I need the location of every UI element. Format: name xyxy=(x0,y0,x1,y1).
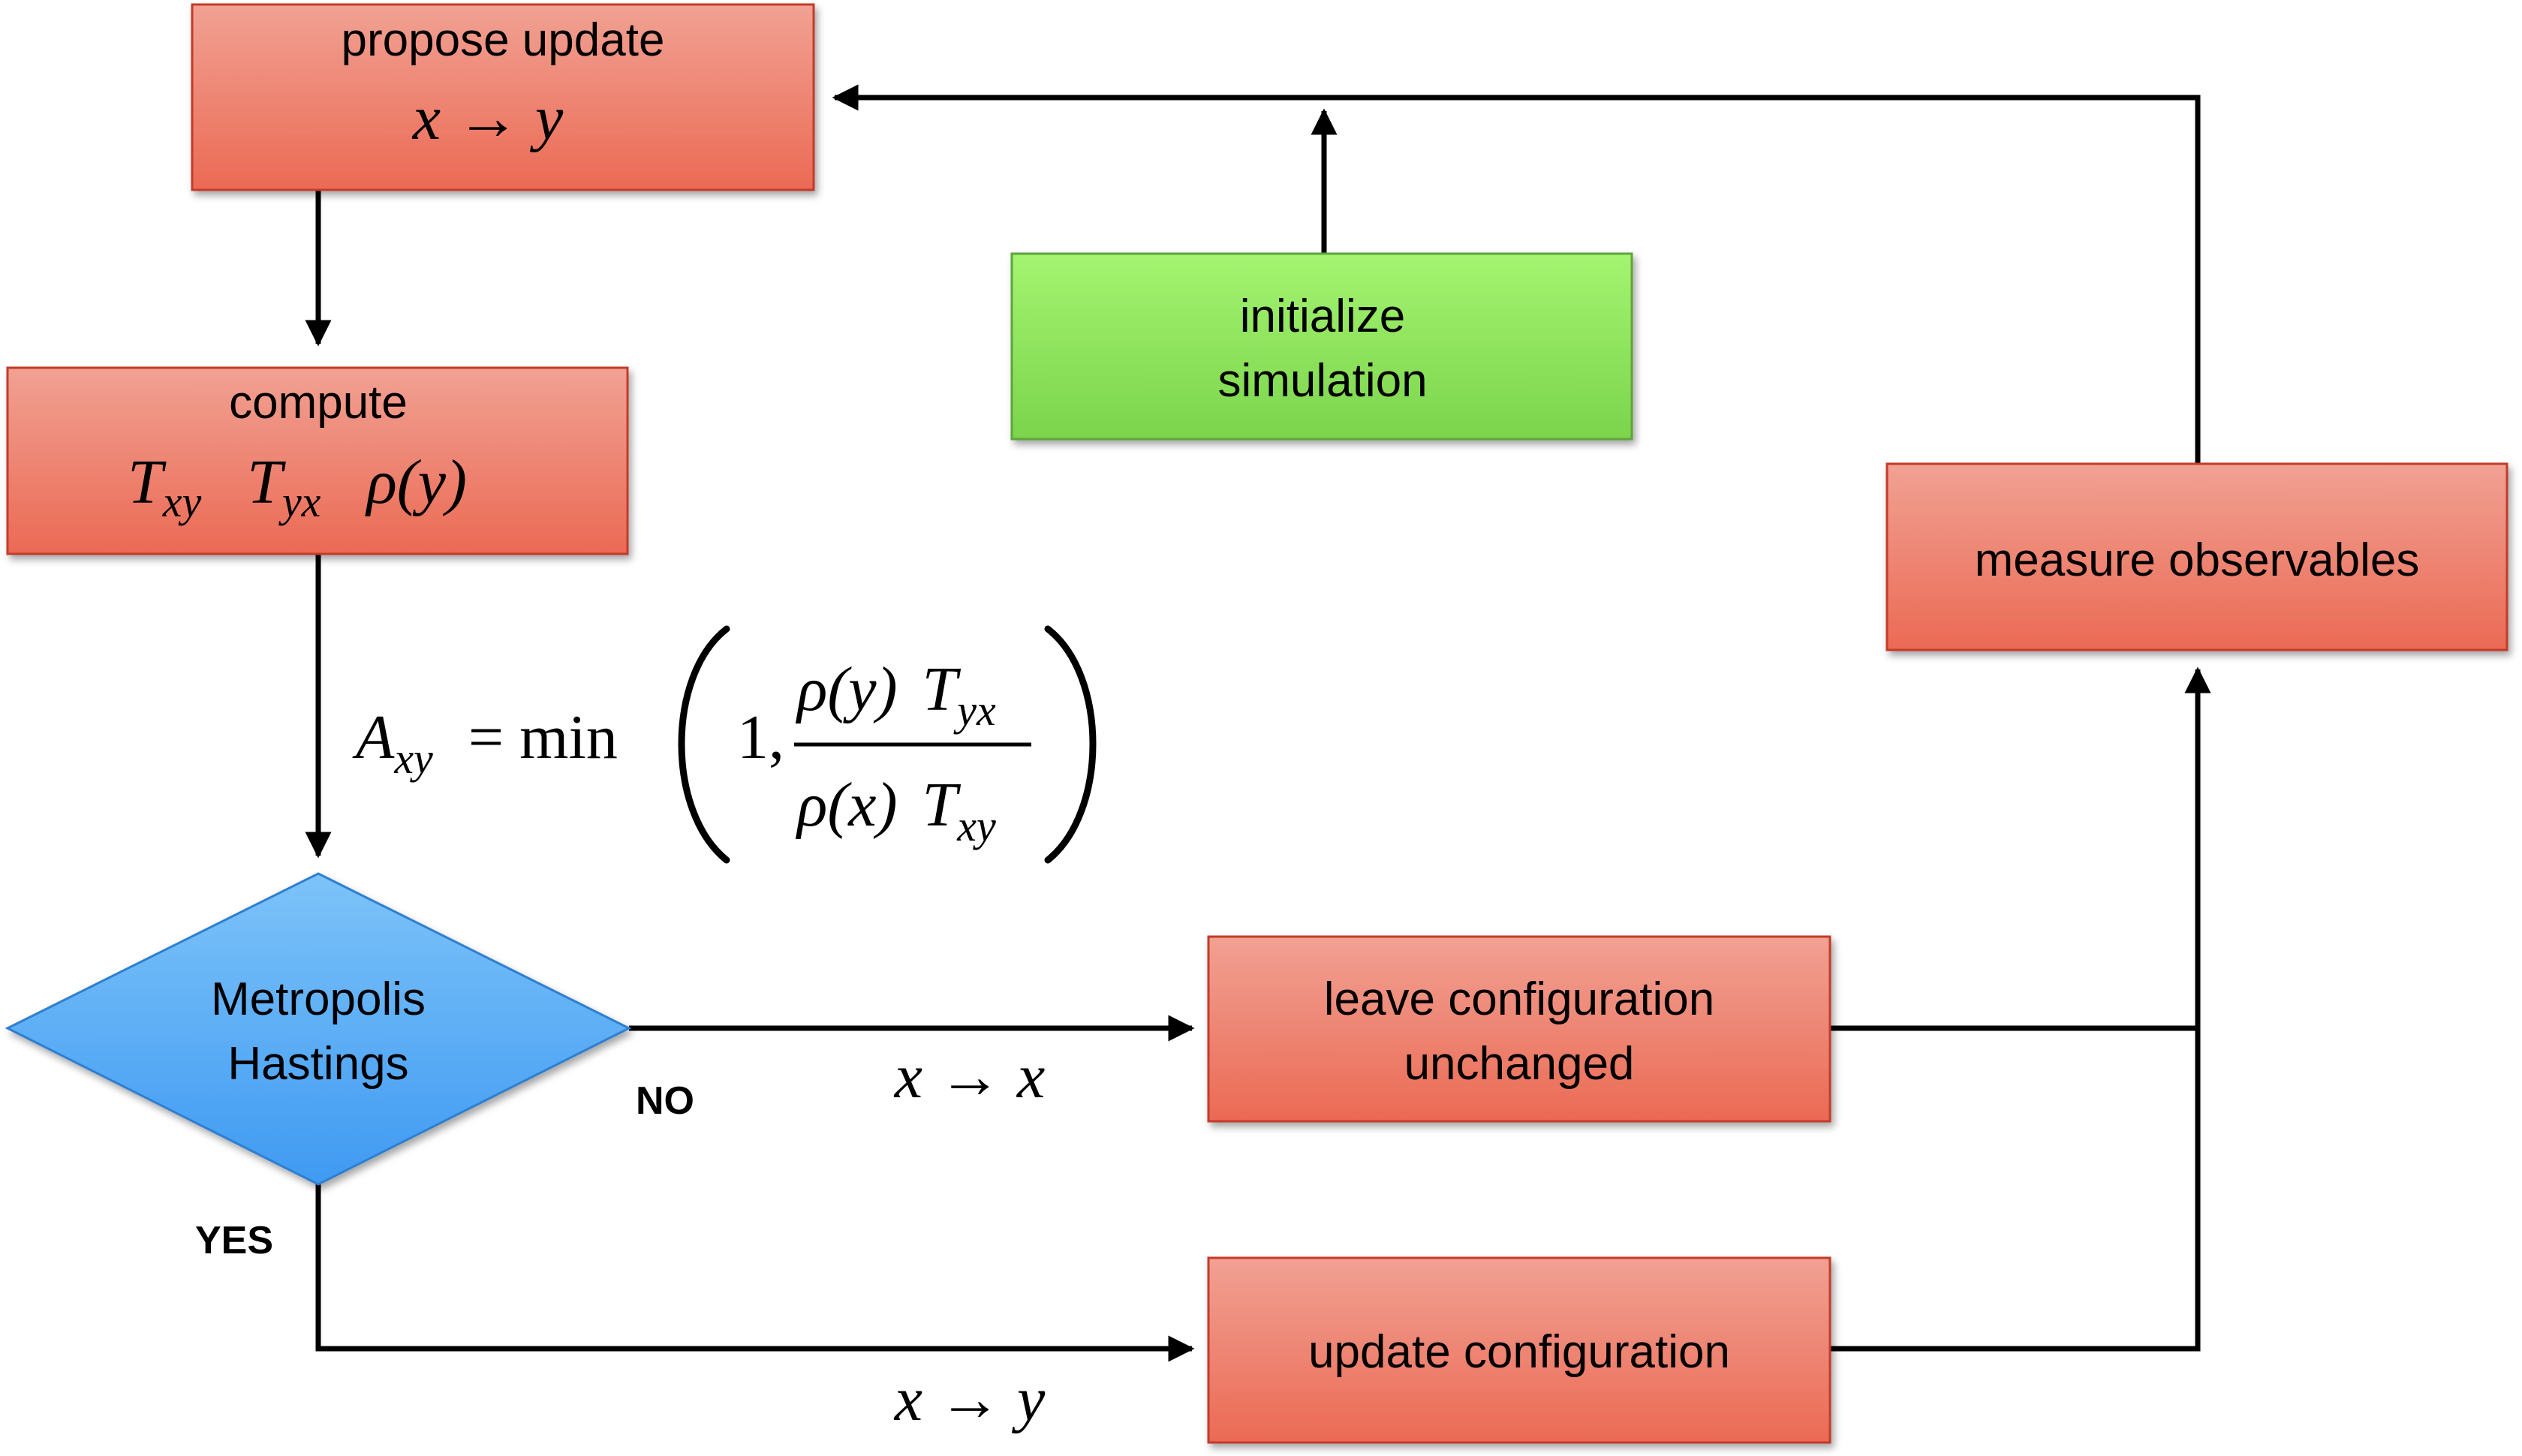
metropolis-line1: Metropolis xyxy=(211,973,426,1025)
measure-node: measure observables xyxy=(1885,462,2508,651)
update-label: update configuration xyxy=(1308,1326,1730,1378)
initialize-node: initialize simulation xyxy=(1010,252,1633,441)
compute-rho: ρ(y) xyxy=(364,447,467,517)
leave-line1: leave configuration xyxy=(1324,973,1714,1025)
compute-t-yx-sub: yx xyxy=(278,477,321,526)
formula-num-t-sub: yx xyxy=(953,686,996,735)
initialize-line1: initialize xyxy=(1240,290,1406,342)
leave-line2: unchanged xyxy=(1404,1038,1635,1090)
yes-label: YES xyxy=(195,1219,273,1262)
formula-left-paren xyxy=(678,625,730,864)
formula-den-rho: ρ(x) xyxy=(795,770,898,840)
metropolis-line2: Hastings xyxy=(227,1038,408,1090)
update-node: update configuration xyxy=(1207,1256,1831,1444)
formula-den-t-sub: xy xyxy=(956,802,996,850)
edge-measure-propose xyxy=(832,84,2201,464)
measure-label: measure observables xyxy=(1975,534,2420,586)
compute-label: compute xyxy=(229,377,408,429)
formula-denominator: ρ(x) Txy xyxy=(795,770,996,850)
compute-t-yx: T xyxy=(247,447,286,517)
formula-eq-min: = min xyxy=(468,702,618,772)
connectors xyxy=(305,84,2211,1362)
measure-box xyxy=(1885,462,2508,651)
compute-math: Txy Tyx ρ(y) xyxy=(128,447,467,531)
formula-numerator: ρ(y) Tyx xyxy=(795,654,996,735)
propose-update-label: propose update xyxy=(342,14,665,66)
formula-den-t: T xyxy=(922,770,962,840)
leave-box xyxy=(1207,935,1831,1123)
no-label: NO xyxy=(636,1079,694,1123)
propose-update-box xyxy=(191,3,815,191)
compute-box xyxy=(6,366,629,555)
metropolis-node: Metropolis Hastings xyxy=(5,872,632,1186)
no-transition-math: x → x xyxy=(893,1042,1046,1112)
compute-t-xy-sub: xy xyxy=(162,477,202,526)
edge-yes-update xyxy=(315,1184,1195,1362)
formula-a-sub: xy xyxy=(393,734,433,783)
propose-update-node: propose update x → y xyxy=(191,3,815,191)
initialize-line2: simulation xyxy=(1217,355,1427,407)
formula-a: A xyxy=(352,702,395,772)
formula-one: 1, xyxy=(737,702,784,772)
initialize-box xyxy=(1010,252,1633,441)
formula-num-t: T xyxy=(922,654,962,724)
formula-right-paren xyxy=(1044,625,1097,864)
acceptance-formula: Axy = min 1, ρ(y) Tyx ρ(x) Txy xyxy=(352,625,1097,864)
edge-update-measure xyxy=(1830,666,2211,1352)
leave-node: leave configuration unchanged xyxy=(1207,935,1831,1123)
compute-t-xy: T xyxy=(128,447,167,517)
update-box xyxy=(1207,1256,1831,1444)
compute-node: compute Txy Tyx ρ(y) xyxy=(6,366,629,555)
yes-transition-math: x → y xyxy=(893,1364,1046,1434)
metropolis-diamond xyxy=(5,872,632,1186)
formula-num-rho: ρ(y) xyxy=(795,654,898,724)
propose-update-math: x → y xyxy=(411,83,564,153)
formula-lhs: Axy = min xyxy=(352,702,618,787)
